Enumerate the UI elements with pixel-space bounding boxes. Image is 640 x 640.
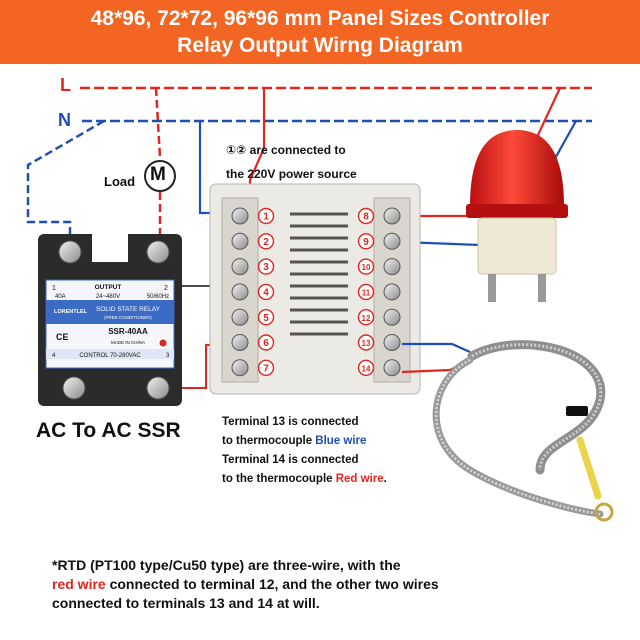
neutral-line-label: N xyxy=(58,110,71,130)
title-line-2: Relay Output Wirng Diagram xyxy=(177,34,463,57)
load-label: Load xyxy=(104,174,136,189)
power-note-line-1: ①② are connected to xyxy=(226,143,346,157)
ssr-terminal-3: 3 xyxy=(166,353,170,359)
tc-note-line-3: Terminal 14 is connected xyxy=(222,454,359,466)
ssr-voltage: 24~480V xyxy=(96,294,120,300)
wiring-diagram: 1 2 OUTPUT 40A 24~480V 50/60Hz LORENTLEL… xyxy=(26,86,614,522)
ssr-caption: AC To AC SSR xyxy=(36,419,181,442)
terminal-number-9: 9 xyxy=(363,237,369,248)
rtd-note-line-2-text: connected to terminal 12, and the other … xyxy=(105,576,439,592)
terminal-badge-8 xyxy=(357,207,375,225)
ssr-product: SOLID STATE RELAY xyxy=(96,306,161,313)
terminal-screw-13 xyxy=(383,334,401,351)
power-note-line-2: the 220V power source xyxy=(226,167,357,181)
ssr-brand: LORENTLEL xyxy=(54,309,88,315)
tc-note-line-4: to the thermocouple Red wire. xyxy=(222,470,387,489)
power-source-note: ①② are connected to the 220V power sourc… xyxy=(226,138,357,186)
terminal-number-14: 14 xyxy=(362,364,371,373)
terminal-number-11: 11 xyxy=(362,289,371,298)
ssr-terminal-2: 2 xyxy=(164,285,168,292)
motor-symbol: M xyxy=(150,164,166,185)
tc-note-line-4-end: . xyxy=(383,473,387,485)
terminal-number-6: 6 xyxy=(263,338,269,349)
terminal-number-7: 7 xyxy=(263,363,269,374)
terminal-number-8: 8 xyxy=(363,212,369,223)
live-line-label: L xyxy=(60,75,71,95)
terminal-screw-4 xyxy=(231,283,249,301)
warning-lamp xyxy=(466,130,568,302)
terminal-badge-10 xyxy=(357,258,375,275)
terminal-screw-8 xyxy=(383,207,401,225)
terminal-screw-12 xyxy=(383,308,401,326)
tc-note-line-2-text: to thermocouple xyxy=(222,435,316,447)
terminal-screw-1 xyxy=(231,207,249,225)
terminal-screw-6 xyxy=(231,334,249,351)
rtd-note-line-2: red wire connected to terminal 12, and t… xyxy=(52,575,612,594)
terminal-number-10: 10 xyxy=(362,263,371,272)
load-motor xyxy=(144,160,176,192)
terminal-badge-6 xyxy=(257,334,275,351)
ssr-made-in: MADE IN CHINA xyxy=(111,340,145,345)
terminal-screw-14 xyxy=(383,359,401,377)
rtd-red-wire-label: red wire xyxy=(52,576,106,592)
ssr-ce-mark: CE xyxy=(56,332,69,342)
terminal-screw-9 xyxy=(383,232,401,250)
terminal-screw-7 xyxy=(231,359,249,377)
ssr-control-label: CONTROL 70-280VAC xyxy=(79,353,141,359)
tc-note-line-4-text: to the thermocouple xyxy=(222,473,336,485)
terminal-badge-1 xyxy=(257,207,275,225)
terminal-screw-11 xyxy=(383,283,401,301)
ssr-subtitle: (FREE CONDITIONER) xyxy=(104,315,152,320)
terminal-badge-14 xyxy=(357,359,375,376)
terminal-badge-11 xyxy=(357,283,375,301)
terminal-badge-12 xyxy=(357,309,375,326)
terminal-number-3: 3 xyxy=(263,262,269,273)
terminal-number-13: 13 xyxy=(362,339,371,348)
terminal-screw-3 xyxy=(231,258,249,276)
tc-note-line-2: to thermocouple Blue wire xyxy=(222,432,387,451)
ssr-terminal-4: 4 xyxy=(52,353,56,359)
terminal-number-2: 2 xyxy=(263,237,269,248)
rtd-note-line-3: connected to terminals 13 and 14 at will… xyxy=(52,595,320,611)
title-line-1: 48*96, 72*72, 96*96 mm Panel Sizes Contr… xyxy=(90,7,550,30)
terminal-number-1: 1 xyxy=(263,212,269,223)
red-wire-label: Red wire xyxy=(335,473,384,485)
load-wiring xyxy=(26,87,162,252)
terminal-badge-3 xyxy=(257,258,275,275)
terminal-number-5: 5 xyxy=(263,313,269,324)
terminal-badge-9 xyxy=(357,233,375,250)
terminal-screw-10 xyxy=(383,258,401,276)
ssr-current: 40A xyxy=(55,294,66,300)
rtd-note-line-1: *RTD (PT100 type/Cu50 type) are three-wi… xyxy=(52,557,401,573)
tc-note-line-1: Terminal 13 is connected xyxy=(222,416,359,428)
thermocouple-probe xyxy=(401,340,614,522)
rtd-note: *RTD (PT100 type/Cu50 type) are three-wi… xyxy=(52,556,612,613)
ssr-output-label: OUTPUT xyxy=(95,284,122,291)
ssr-relay: 1 2 OUTPUT 40A 24~480V 50/60Hz LORENTLEL… xyxy=(38,234,182,406)
terminal-badge-13 xyxy=(357,334,375,351)
terminal-number-12: 12 xyxy=(362,314,371,323)
ssr-frequency: 50/60Hz xyxy=(147,294,169,300)
thermocouple-notes: Terminal 13 is connected to thermocouple… xyxy=(222,413,387,489)
terminal-badge-5 xyxy=(257,309,275,326)
terminal-screw-5 xyxy=(231,308,249,326)
blue-wire-label: Blue wire xyxy=(315,435,367,447)
terminal-badge-7 xyxy=(257,359,275,376)
terminal-badge-4 xyxy=(257,283,275,301)
terminal-number-4: 4 xyxy=(263,288,269,299)
terminal-screw-2 xyxy=(231,232,249,250)
title-banner: 48*96, 72*72, 96*96 mm Panel Sizes Contr… xyxy=(0,0,640,64)
ssr-terminal-1: 1 xyxy=(52,285,56,292)
terminal-badge-2 xyxy=(257,233,275,250)
ssr-model: SSR-40AA xyxy=(108,327,148,336)
